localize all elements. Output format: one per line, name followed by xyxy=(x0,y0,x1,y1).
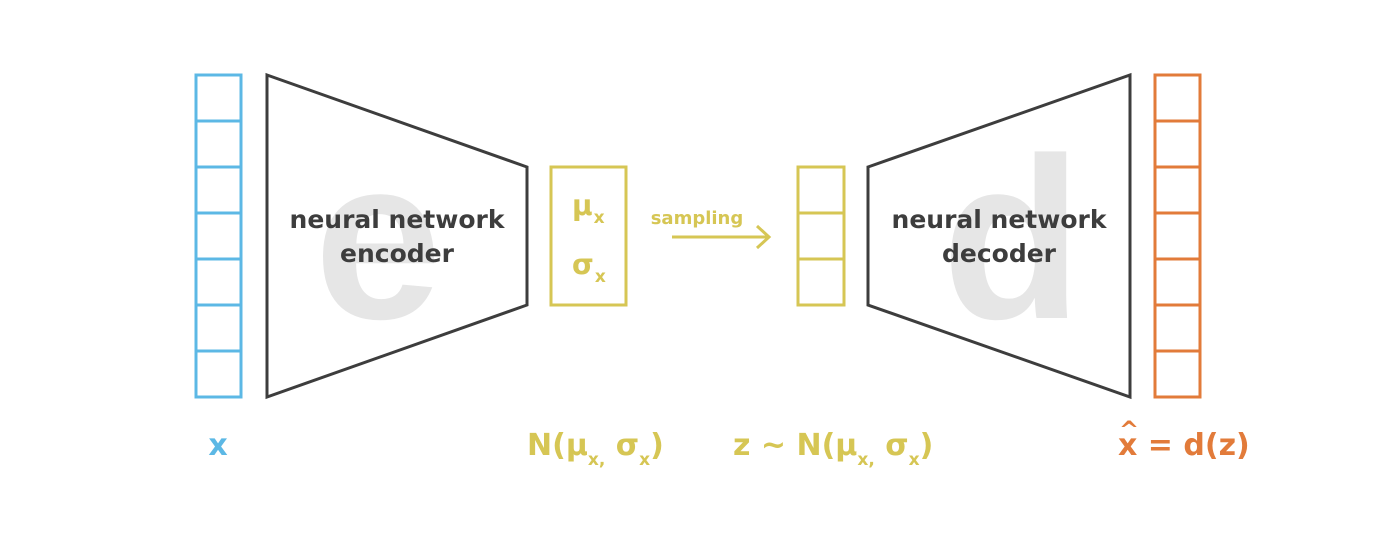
input-caption: x xyxy=(208,428,227,463)
encoder-label-line2: encoder xyxy=(340,239,455,268)
output-caption-hat: ^ xyxy=(1119,416,1139,444)
output-vector-cell xyxy=(1153,73,1202,123)
decoder-label-line1: neural network xyxy=(892,205,1108,234)
input-vector-cell xyxy=(194,211,243,261)
output-vector-cell xyxy=(1153,257,1202,307)
output-vector-cell xyxy=(1153,303,1202,353)
decoder-trapezoid xyxy=(866,72,1132,400)
sigma-label: σx xyxy=(572,248,606,287)
input-vector-cell xyxy=(194,165,243,215)
latent-vector xyxy=(796,165,846,307)
input-vector-cell xyxy=(194,73,243,123)
latent-vector-cell xyxy=(796,257,846,307)
mu-label: μx xyxy=(572,189,605,228)
input-vector-cell xyxy=(194,303,243,353)
output-caption: x = d(z) xyxy=(1118,428,1250,463)
sampling-arrow: sampling xyxy=(651,208,772,250)
output-vector xyxy=(1153,73,1202,399)
encoder-label-line1: neural network xyxy=(290,205,506,234)
sampling-label: sampling xyxy=(651,208,744,229)
decoder-label-line2: decoder xyxy=(942,239,1057,268)
encoder: e neural network encoder xyxy=(265,72,529,400)
latent-vector-cell xyxy=(796,211,846,261)
input-vector xyxy=(194,73,243,399)
sampling-arrow-head xyxy=(755,224,772,250)
params-rect xyxy=(549,165,628,307)
latent-vector-cell xyxy=(796,165,846,215)
output-vector-cell xyxy=(1153,119,1202,169)
decoder-watermark-letter: d xyxy=(942,110,1083,367)
distribution-caption: N(μx, σx) xyxy=(527,428,664,470)
encoder-trapezoid xyxy=(265,72,529,400)
encoder-watermark-letter: e xyxy=(314,110,442,367)
output-vector-cell xyxy=(1153,211,1202,261)
output-vector-cell xyxy=(1153,349,1202,399)
latent-caption: z ~ N(μx, σx) xyxy=(733,428,933,470)
input-vector-cell xyxy=(194,119,243,169)
output-vector-cell xyxy=(1153,165,1202,215)
distribution-params-box: μx σx xyxy=(549,165,628,307)
input-vector-cell xyxy=(194,349,243,399)
decoder: d neural network decoder xyxy=(866,72,1132,400)
input-vector-cell xyxy=(194,257,243,307)
